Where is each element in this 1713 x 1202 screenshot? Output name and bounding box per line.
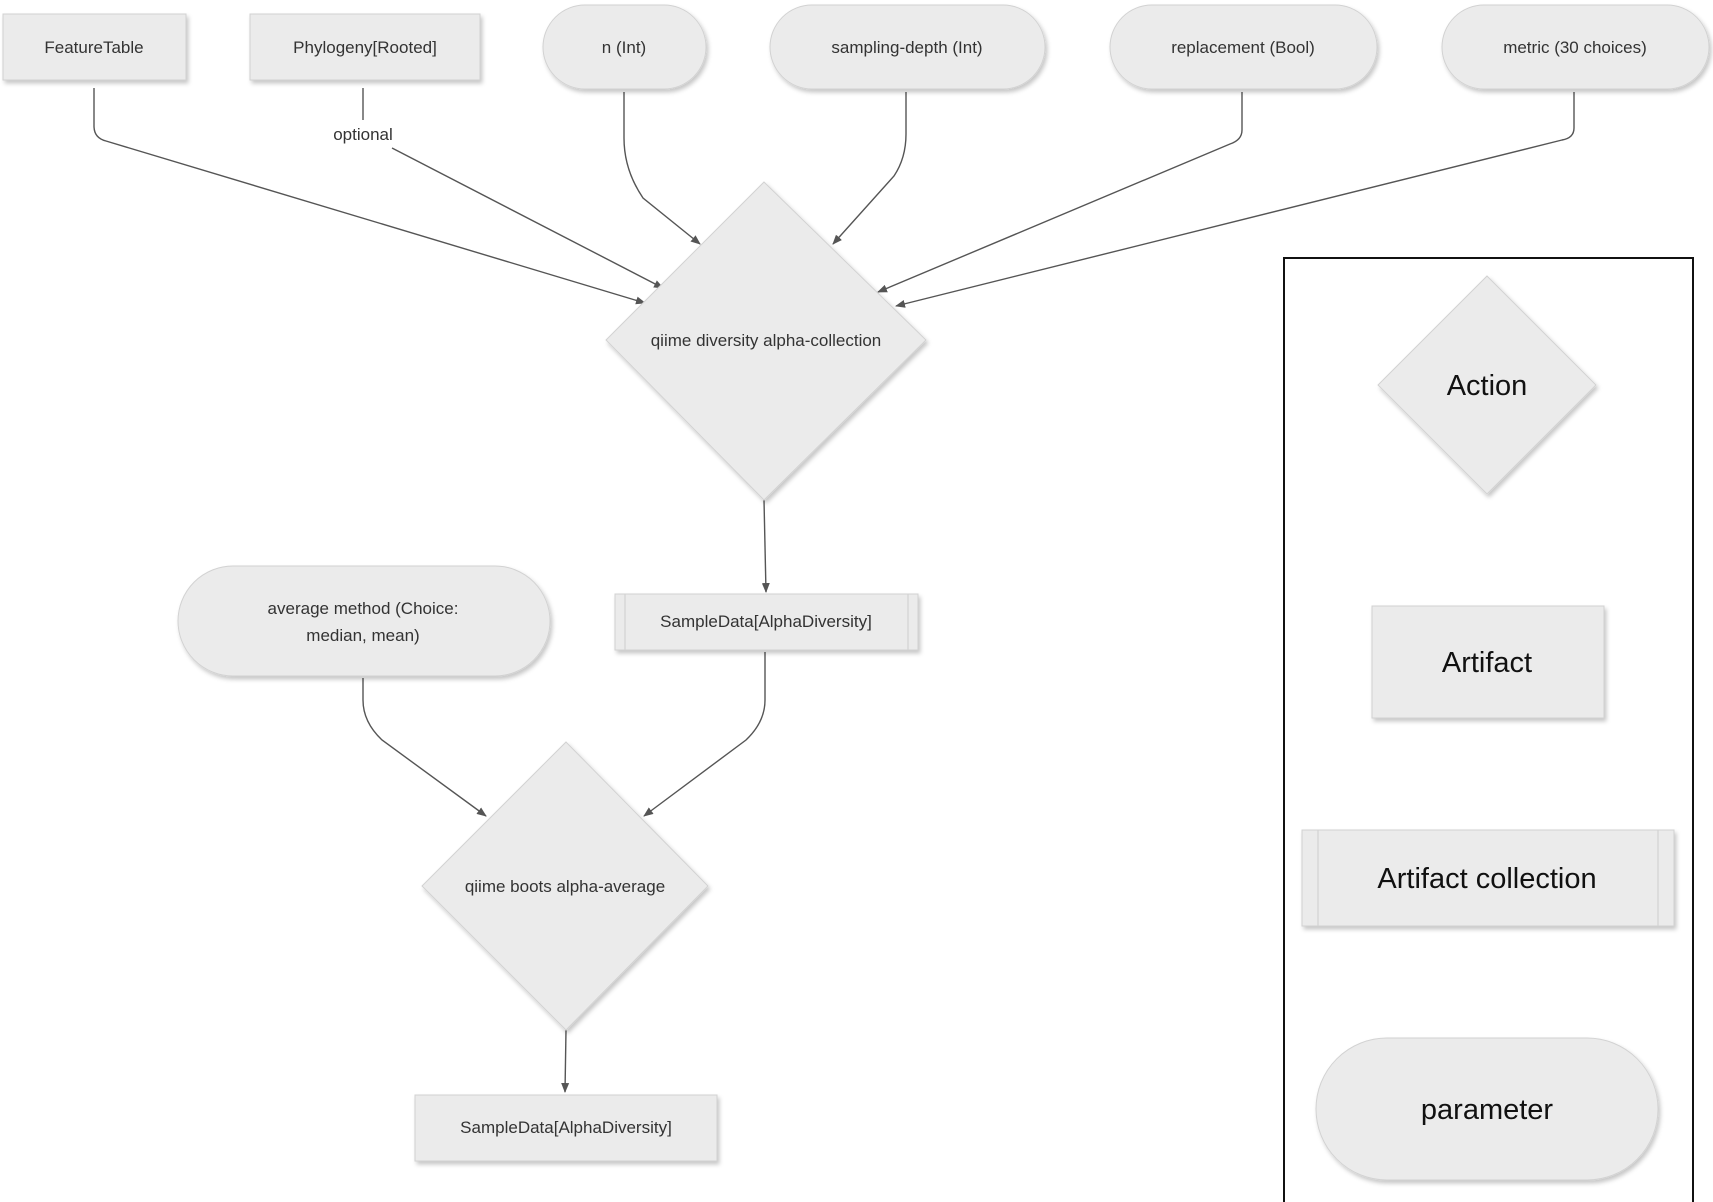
parameter-average-method-label-line1: average method (Choice: [268,599,459,618]
edge-phylogeny-optional-to-alpha-collection [391,147,664,289]
legend-artifact-collection-shape [1301,829,1675,927]
parameter-n[interactable] [542,4,707,90]
action-alpha-collection-label: qiime diversity alpha-collection [651,331,882,350]
parameter-average-method[interactable] [177,565,551,677]
parameter-n-label: n (Int) [602,38,646,57]
parameter-metric-label: metric (30 choices) [1503,38,1647,57]
parameter-sampling-depth-label: sampling-depth (Int) [831,38,982,57]
edge-metric-to-alpha-collection [895,92,1575,308]
legend: Action Artifact Artifact collection para… [1283,257,1694,1202]
edge-sampling-depth-to-alpha-collection [832,92,907,245]
legend-action-shape [1377,275,1597,495]
legend-action-label: Action [1447,370,1528,402]
legend-artifact-collection-label: Artifact collection [1377,863,1596,895]
artifact-phylogeny-label: Phylogeny[Rooted] [293,38,437,57]
legend-frame [1283,257,1694,1202]
edge-replacement-to-alpha-collection [877,92,1243,293]
action-alpha-collection[interactable] [605,181,927,501]
parameter-metric[interactable] [1441,4,1710,90]
edge-alpha-collection-to-collection-output [761,499,770,593]
edge-featuretable-to-alpha-collection [93,88,646,305]
edge-collection-output-to-alpha-average [643,652,766,817]
artifact-final-sampledata[interactable] [414,1094,718,1162]
artifact-phylogeny[interactable] [249,13,481,81]
legend-parameter-shape [1315,1037,1659,1181]
parameter-sampling-depth[interactable] [769,4,1046,90]
edges [93,88,1575,1093]
parameter-replacement-label: replacement (Bool) [1171,38,1315,57]
artifact-featuretable[interactable] [2,13,187,81]
legend-parameter-label: parameter [1421,1094,1554,1126]
artifact-featuretable-label: FeatureTable [44,38,143,57]
edge-optional-label: optional [333,125,393,144]
action-alpha-average[interactable] [421,741,709,1031]
parameter-replacement[interactable] [1109,4,1378,90]
legend-artifact-shape [1371,605,1605,719]
legend-artifact-label: Artifact [1442,647,1532,679]
edge-average-method-to-alpha-average [362,678,487,817]
parameter-average-method-label-line2: median, mean) [306,626,419,645]
edge-n-to-alpha-collection [623,92,701,245]
action-alpha-average-label: qiime boots alpha-average [465,877,665,896]
edge-alpha-average-to-final-output [561,1029,570,1093]
artifact-final-sampledata-label: SampleData[AlphaDiversity] [460,1118,672,1137]
artifact-collection-sampledata-label: SampleData[AlphaDiversity] [660,612,872,631]
artifact-collection-sampledata[interactable] [614,593,919,651]
